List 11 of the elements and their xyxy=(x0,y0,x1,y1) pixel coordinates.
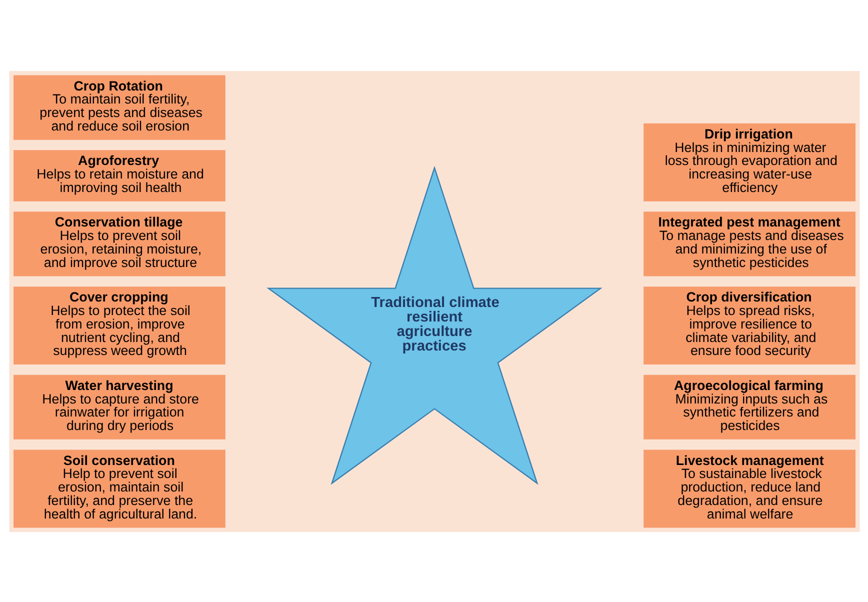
node-box: Cover cropping Helps to protect the soil from erosion, improve nutrient cycling, and suppress weed growth xyxy=(13,286,225,364)
node-box: Water harvesting Helps to capture and store rainwater for irrigation during dry periods xyxy=(13,374,225,439)
node-box: Livestock management To sustainable livestock production, reduce land degradation, and ensure animal welfare xyxy=(643,449,855,528)
node-box: Crop diversification Helps to spread risks, improve resilience to climate variability, and ensure food security xyxy=(643,286,855,364)
node-box: Integrated pest management To manage pests and diseases and minimizing the use of synthetic pesticides xyxy=(643,211,855,276)
node-box: Drip irrigation Helps in minimizing water loss through evaporation and increasing water-use efficiency xyxy=(643,122,855,201)
node-box: Crop Rotation To maintain soil fertility, prevent pests and diseases and reduce soil erosion xyxy=(13,74,225,140)
node-box: Agroecological farming Minimizing inputs such as synthetic fertilizers and pesticides xyxy=(643,374,855,439)
node-box: Conservation tillage Helps to prevent soil erosion, retaining moisture, and improve soil structure xyxy=(13,211,225,276)
node-box: Soil conservation Help to prevent soil erosion, maintain soil fertility, and preserve the health of agricultural land. xyxy=(13,449,225,528)
node-box: Agroforestry Helps to retain moisture and improving soil health xyxy=(13,150,225,201)
